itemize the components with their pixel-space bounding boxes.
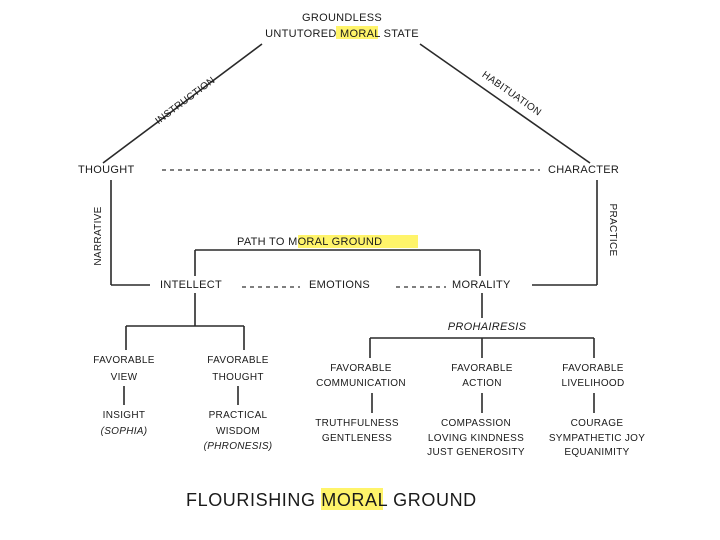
node-morality: MORALITY: [452, 279, 511, 291]
action-l2: ACTION: [462, 378, 502, 389]
title-part2: MORAL: [321, 490, 387, 510]
view-s1: INSIGHT: [103, 410, 146, 421]
title-part3: GROUND: [388, 490, 477, 510]
livelihood-s3: EQUANIMITY: [564, 447, 629, 458]
top-line2-post: STATE: [380, 28, 419, 40]
fthought-s2: WISDOM: [216, 426, 260, 437]
fthought-s1: PRACTICAL: [209, 410, 268, 421]
label-narrative: NARRATIVE: [93, 206, 104, 265]
view-s2: (SOPHIA): [101, 426, 148, 437]
node-thought: THOUGHT: [78, 164, 134, 176]
livelihood-l1: FAVORABLE: [562, 363, 623, 374]
action-l1: FAVORABLE: [451, 363, 512, 374]
node-emotions: EMOTIONS: [309, 279, 370, 291]
moral-highlight-top: [336, 26, 378, 39]
top-line1: GROUNDLESS: [302, 12, 382, 24]
edge-habituation: [419, 43, 591, 164]
path-hl: MORAL GROUND: [288, 236, 382, 248]
top-line2-hl: MORAL: [340, 28, 380, 40]
communication-l1: FAVORABLE: [330, 363, 391, 374]
title-highlight: [321, 488, 383, 510]
communication-l2: COMMUNICATION: [316, 378, 406, 389]
diagram-title: FLOURISHING MORAL GROUND: [186, 490, 477, 510]
livelihood-s2: SYMPATHETIC JOY: [549, 433, 645, 444]
view-l1: FAVORABLE: [93, 355, 154, 366]
path-label: PATH TO MORAL GROUND: [237, 236, 382, 248]
label-prohairesis: PROHAIRESIS: [448, 321, 527, 333]
top-line2: UNTUTORED MORAL STATE: [265, 28, 419, 40]
action-s3: JUST GENEROSITY: [427, 447, 525, 458]
action-s1: COMPASSION: [441, 418, 511, 429]
label-habituation: HABITUATION: [480, 69, 543, 118]
fthought-l2: THOUGHT: [212, 372, 264, 383]
communication-s1: TRUTHFULNESS: [315, 418, 399, 429]
action-s2: LOVING KINDNESS: [428, 433, 524, 444]
label-instruction: INSTRUCTION: [154, 75, 218, 127]
fthought-l1: FAVORABLE: [207, 355, 268, 366]
livelihood-s1: COURAGE: [571, 418, 624, 429]
node-character: CHARACTER: [548, 164, 619, 176]
label-practice: PRACTICE: [607, 204, 618, 257]
moral-ground-highlight: [298, 235, 418, 248]
view-l2: VIEW: [111, 372, 138, 383]
top-line2-pre: UNTUTORED: [265, 28, 340, 40]
title-part1: FLOURISHING: [186, 490, 321, 510]
edge-instruction: [102, 43, 263, 164]
communication-s2: GENTLENESS: [322, 433, 392, 444]
fthought-s3: (PHRONESIS): [204, 441, 273, 452]
node-intellect: INTELLECT: [160, 279, 222, 291]
livelihood-l2: LIVELIHOOD: [561, 378, 624, 389]
path-pre: PATH TO: [237, 236, 288, 248]
